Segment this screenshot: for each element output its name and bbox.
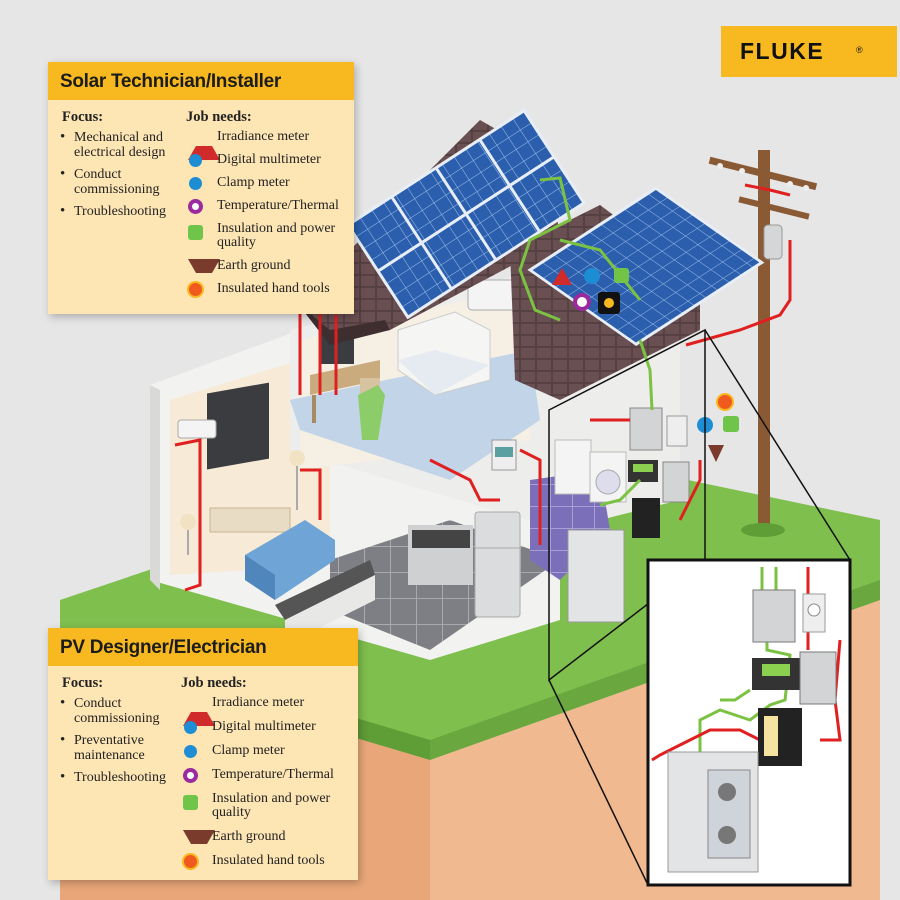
focus-heading: Focus: bbox=[62, 109, 104, 125]
upstairs-rooms bbox=[310, 279, 521, 440]
living-room bbox=[177, 382, 335, 600]
card-title: Solar Technician/Installer bbox=[48, 62, 354, 100]
purple-ring-icon bbox=[188, 199, 203, 214]
need-label: Digital multimeter bbox=[217, 152, 321, 167]
job-needs-list: Irradiance meter Digital multimeter Clam… bbox=[186, 129, 357, 298]
ac-wiring bbox=[174, 183, 792, 592]
brown-triangle-icon bbox=[183, 830, 215, 860]
focus-heading: Focus: bbox=[62, 675, 104, 691]
blue-dot-icon bbox=[184, 721, 197, 734]
focus-item: Troubleshooting bbox=[60, 204, 185, 219]
need-insulation-power-quality: Insulation and power quality bbox=[186, 222, 357, 250]
green-square-icon bbox=[188, 225, 203, 240]
focus-item: Conduct commissioning bbox=[60, 696, 185, 726]
need-insulation-power-quality: Insulation and power quality bbox=[181, 792, 357, 820]
need-label: Temperature/Thermal bbox=[217, 198, 339, 213]
utility-pole bbox=[708, 150, 818, 537]
need-label: Temperature/Thermal bbox=[212, 767, 334, 782]
focus-list: Conduct commissioning Preventative maint… bbox=[60, 696, 185, 792]
need-label: Earth ground bbox=[212, 829, 286, 844]
job-needs-heading: Job needs: bbox=[186, 109, 252, 125]
need-irradiance-meter: Irradiance meter bbox=[181, 695, 356, 726]
need-earth-ground: Earth ground bbox=[181, 830, 356, 844]
zoom-detail bbox=[646, 558, 852, 887]
need-insulated-hand-tools: Insulated hand tools bbox=[181, 853, 356, 870]
need-label: Digital multimeter bbox=[212, 719, 316, 734]
green-square-icon bbox=[183, 795, 198, 810]
need-label: Insulation and power quality bbox=[217, 221, 336, 250]
job-needs-heading: Job needs: bbox=[181, 675, 247, 691]
need-temperature-thermal: Temperature/Thermal bbox=[181, 767, 356, 783]
registered-mark: ® bbox=[856, 45, 863, 55]
need-label: Clamp meter bbox=[212, 743, 285, 758]
brown-triangle-icon bbox=[188, 259, 220, 289]
solar-array-main bbox=[345, 108, 587, 320]
need-clamp-meter: Clamp meter bbox=[186, 176, 354, 190]
need-label: Insulation and power quality bbox=[212, 791, 331, 820]
need-digital-multimeter: Digital multimeter bbox=[181, 720, 356, 734]
need-label: Irradiance meter bbox=[212, 695, 305, 710]
kitchen bbox=[275, 439, 521, 645]
need-label: Insulated hand tools bbox=[217, 281, 330, 296]
orange-dot-icon bbox=[182, 853, 199, 870]
fluke-logo: FLUKE ® bbox=[721, 26, 897, 77]
need-irradiance-meter: Irradiance meter bbox=[186, 129, 354, 160]
focus-item: Conduct commissioning bbox=[60, 167, 185, 197]
need-label: Insulated hand tools bbox=[212, 853, 325, 868]
purple-ring-icon bbox=[183, 768, 198, 783]
need-earth-ground: Earth ground bbox=[186, 259, 354, 273]
focus-item: Preventative maintenance bbox=[60, 733, 185, 763]
focus-item: Mechanical and electrical design bbox=[60, 130, 185, 160]
need-label: Earth ground bbox=[217, 258, 291, 273]
need-insulated-hand-tools: Insulated hand tools bbox=[186, 281, 354, 298]
focus-list: Mechanical and electrical design Conduct… bbox=[60, 130, 185, 226]
need-label: Irradiance meter bbox=[217, 129, 310, 144]
inverter-equipment bbox=[567, 407, 690, 623]
need-temperature-thermal: Temperature/Thermal bbox=[186, 198, 354, 214]
logo-wordmark: FLUKE bbox=[740, 38, 825, 64]
job-needs-list: Irradiance meter Digital multimeter Clam… bbox=[181, 695, 357, 870]
pole-tool-icons bbox=[697, 393, 739, 462]
card-title: PV Designer/Electrician bbox=[48, 628, 358, 666]
focus-item: Troubleshooting bbox=[60, 770, 185, 785]
orange-dot-icon bbox=[187, 281, 204, 298]
blue-dot-icon bbox=[189, 177, 202, 190]
need-digital-multimeter: Digital multimeter bbox=[186, 153, 354, 167]
blue-dot-icon bbox=[189, 154, 202, 167]
need-label: Clamp meter bbox=[217, 175, 290, 190]
pv-designer-card: PV Designer/Electrician Focus: Conduct c… bbox=[48, 628, 358, 880]
solar-technician-card: Solar Technician/Installer Focus: Mechan… bbox=[48, 62, 354, 314]
need-clamp-meter: Clamp meter bbox=[181, 744, 356, 758]
blue-dot-icon bbox=[184, 745, 197, 758]
dc-wiring bbox=[518, 176, 654, 507]
